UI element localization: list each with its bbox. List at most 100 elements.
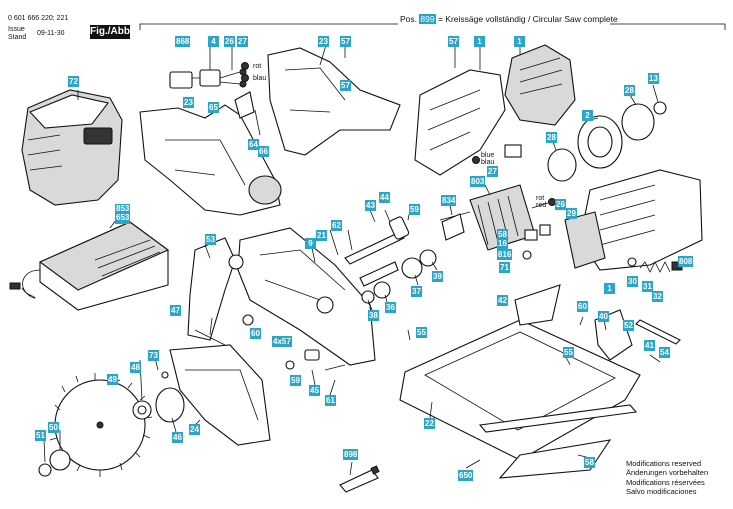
part-label-834: 834	[441, 195, 457, 206]
issue-date: 09-11-30	[37, 30, 65, 37]
title-bracket	[139, 23, 726, 30]
part-label-50: 50	[48, 422, 59, 433]
part-label-37: 37	[411, 286, 422, 297]
part-label-61: 61	[325, 395, 336, 406]
part-label-2: 2	[582, 110, 593, 121]
part-label-28-top: 28	[624, 85, 635, 96]
wire-label-red: red	[536, 202, 546, 209]
note-line-3: Modifications réservées	[626, 477, 705, 487]
note-line-2: Änderungen vorbehalten	[626, 468, 709, 478]
base-plate-drawing	[399, 284, 681, 461]
part-label-30: 30	[627, 276, 638, 287]
switch-cable-drawing	[169, 68, 261, 136]
part-label-31: 31	[642, 281, 653, 292]
part-label-26: 26	[224, 36, 235, 47]
part-label-51: 51	[35, 430, 46, 441]
part-label-21: 21	[316, 230, 327, 241]
issue-label: Issue	[8, 26, 25, 33]
part-label-29: 29	[566, 208, 577, 219]
flange-drawing	[38, 400, 152, 477]
part-label-1-cap: 1	[514, 36, 525, 47]
part-label-42: 42	[497, 295, 508, 306]
motor-bracket-drawing	[267, 47, 401, 156]
part-label-9: 9	[305, 238, 316, 249]
wire-label-blau-2: blau	[481, 159, 494, 166]
blade-cover-drawing	[155, 344, 271, 446]
part-label-40: 40	[598, 311, 609, 322]
part-label-27-brush: 27	[487, 166, 498, 177]
part-label-22: 22	[424, 418, 435, 429]
part-label-66: 66	[258, 146, 269, 157]
title-text: = Kreissäge vollständig / Circular Saw c…	[437, 14, 618, 24]
part-label-46: 46	[172, 432, 183, 443]
part-label-60-right: 60	[577, 301, 588, 312]
part-label-64: 64	[248, 139, 259, 150]
part-label-650: 650	[458, 470, 474, 481]
wire-label-blue: blue	[481, 152, 494, 159]
part-label-65: 65	[208, 102, 219, 113]
armature-drawing	[439, 184, 549, 251]
part-label-808: 808	[678, 256, 694, 267]
wire-label-rot-2: rot	[536, 195, 544, 202]
part-label-73: 73	[148, 350, 159, 361]
part-label-48: 48	[130, 362, 141, 373]
part-label-62: 62	[331, 220, 342, 231]
part-label-58-mid: 58	[497, 229, 508, 240]
part-label-52: 52	[623, 320, 634, 331]
part-label-16: 16	[497, 238, 508, 249]
figure-tag: Fig./Abb. 1	[90, 25, 133, 51]
part-label-47: 47	[170, 305, 181, 316]
part-label-1-top: 1	[474, 36, 485, 47]
modification-notes: Modifications reserved Änderungen vorbeh…	[626, 459, 708, 496]
part-label-57-right: 57	[448, 36, 459, 47]
part-label-44: 44	[379, 192, 390, 203]
rip-fence-drawing	[478, 404, 638, 479]
part-label-41: 41	[644, 340, 655, 351]
part-label-23-top: 23	[318, 36, 329, 47]
charger-drawing	[9, 221, 170, 311]
part-label-28-mid: 28	[546, 132, 557, 143]
part-label-32: 32	[652, 291, 663, 302]
part-label-53: 53	[205, 234, 216, 245]
part-label-24: 24	[189, 424, 200, 435]
part-label-13: 13	[648, 73, 659, 84]
part-label-27: 27	[237, 36, 248, 47]
part-label-55-left: 55	[416, 327, 427, 338]
part-label-57-top: 57	[340, 36, 351, 47]
stand-label: Stand	[8, 34, 27, 41]
wire-label-rot: rot	[253, 63, 261, 70]
motor-housing-top-drawing	[414, 44, 576, 176]
part-label-72: 72	[68, 76, 79, 87]
spring-drawing	[627, 257, 683, 273]
pos-number: 899	[419, 14, 436, 24]
part-label-803: 803	[470, 176, 486, 187]
part-label-36: 36	[385, 302, 396, 313]
motor-housing-drawing	[564, 169, 703, 271]
part-label-38: 38	[368, 310, 379, 321]
part-label-71: 71	[499, 262, 510, 273]
part-label-39: 39	[432, 271, 443, 282]
part-label-57-mid: 57	[340, 80, 351, 91]
drive-shaft-drawing	[344, 213, 465, 304]
lower-guard-drawing	[187, 237, 244, 341]
part-label-45: 45	[309, 385, 320, 396]
wire-label-blau: blau	[253, 75, 266, 82]
part-label-58-bottom: 58	[584, 457, 595, 468]
handle-drawing	[139, 104, 282, 216]
part-label-868: 868	[175, 36, 191, 47]
diagram-title: Pos. 899 = Kreissäge vollständig / Circu…	[400, 14, 618, 24]
brush-holder-drawing	[504, 144, 551, 260]
stator-drawing	[547, 101, 667, 182]
part-label-59-bottom: 59	[290, 375, 301, 386]
part-label-55-right: 55	[563, 347, 574, 358]
part-label-59-top: 59	[409, 204, 420, 215]
part-label-43: 43	[365, 200, 376, 211]
part-label-26-brush: 26	[555, 199, 566, 210]
part-label-54: 54	[659, 347, 670, 358]
part-label-23-handle: 23	[183, 97, 194, 108]
part-label-4x57: 4x57	[272, 336, 292, 347]
part-label-898: 898	[343, 449, 359, 460]
part-label-816: 816	[497, 249, 513, 260]
part-label-4: 4	[208, 36, 219, 47]
